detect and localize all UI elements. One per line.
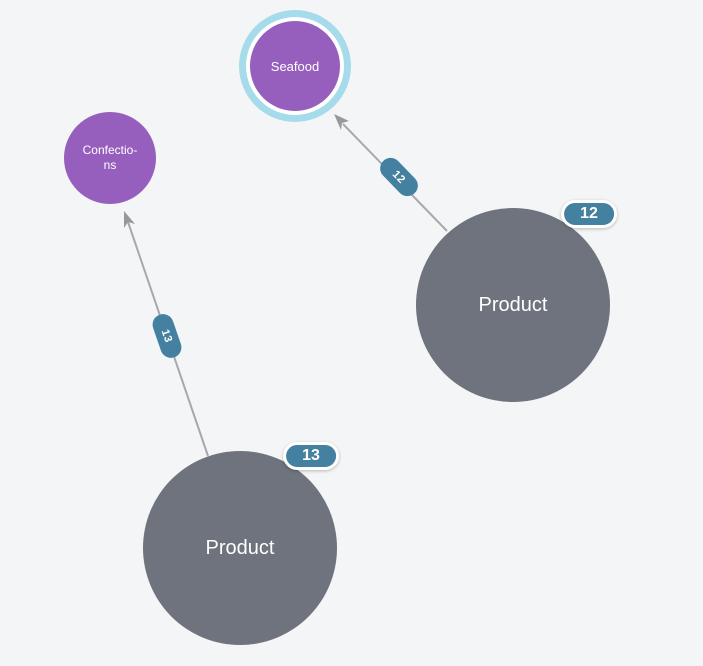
node-product-2[interactable]: Product	[143, 451, 337, 645]
node-caption: Product	[205, 536, 275, 559]
node-caption: Confectio- ns	[82, 143, 138, 172]
node-product-1[interactable]: Product	[416, 208, 610, 402]
node-seafood-selected[interactable]: Seafood	[250, 21, 340, 111]
arrowhead-icon	[334, 114, 349, 130]
node-count-badge[interactable]: 13	[283, 442, 339, 470]
node-caption: Seafood	[270, 58, 320, 74]
relationship-label: 13	[159, 327, 175, 345]
relationship-label: 12	[390, 168, 408, 186]
arrowhead-icon	[124, 211, 135, 228]
node-caption: Product	[478, 293, 548, 316]
node-confections[interactable]: Confectio- ns	[64, 112, 156, 204]
node-count-badge[interactable]: 12	[561, 200, 617, 228]
